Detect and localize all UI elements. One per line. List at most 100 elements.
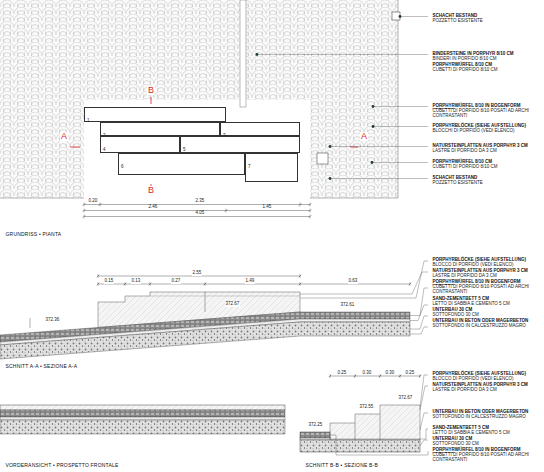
porphyry-block: 6 [118,153,245,175]
dimension-tick [205,282,206,286]
dimension-tick [149,283,151,285]
callout-text: CUBETTI DI PORFIDO 8/10 POSATI AD ARCHI … [432,453,541,463]
elevation-text: 372.36 [45,318,60,323]
dimension-text: 2.35 [195,199,205,204]
porphyry-block: 4 [100,136,180,153]
leader-dot [256,53,259,56]
dimension-text: 0.30 [362,371,372,376]
dimension-tick [150,282,151,286]
callout-text: BLOCCO DI PORFIDO (VEDI ELENCO) [432,377,541,382]
dimension-tick [84,215,85,219]
elevation-text: 372.67 [398,396,413,401]
dimension-tick [309,209,311,211]
dimension-text: 0.25 [337,371,347,376]
dimension-tick [124,283,126,285]
leader-dot [372,125,375,128]
section-letter: B [147,86,155,95]
leader-line [300,261,428,298]
dimension-text: 0.25 [405,371,415,376]
sand-cement-bed [0,417,285,420]
dimension-tick [83,215,85,217]
dimension-tick [83,209,85,211]
dimension-tick [98,282,99,286]
callout-text: POZZETTO ESISTENTE [432,181,541,186]
callout-text: LASTRE DI PORFIDO DA 3 CM [432,388,541,393]
leader-line [420,413,428,430]
callout-text: LASTRE DI PORFIDO DA 3 CM [432,149,541,154]
sand-cement-bed [300,438,330,440]
leader-line [420,386,428,410]
callout-text: SOTTOFONDO 30 CM [432,442,541,447]
block-number: 7 [246,164,253,171]
porphyry-block: 7 [245,153,298,182]
view-title: SCHNITT B-B • SEZIONE B-B [305,463,379,469]
section-letter: A [360,132,368,141]
callout-text: SOTTOFONDO IN CALCESTRUZZO MAGRO [432,324,541,329]
section-letter: B [147,186,155,195]
callout-text: BLOCCO DI PORFIDO (VEDI ELENCO) [432,263,541,268]
callout-text: LETTO DI SABBIA E CEMENTO 5 CM [432,431,541,436]
dimension-tick [98,274,99,278]
dimension-tick [399,375,401,377]
porphyry-block: 5 [180,136,300,153]
callout-text: LASTRE DI PORFIDO DA 3 CM [432,274,541,279]
cobble-layer [300,432,330,438]
block-joint [355,423,356,440]
dimension-tick [420,374,421,378]
leader-dot [399,15,402,18]
dimension-tick [310,203,311,207]
cut-line [70,147,80,148]
dimension-text: 0.13 [131,279,141,284]
callout-text: POZZETTO ESISTENTE [432,19,541,24]
leader-dot [329,177,332,180]
dimension-text: 1.49 [245,279,255,284]
leader-line [410,288,428,316]
porphyry-block: 2 [100,122,220,136]
dimension-tick [380,374,381,378]
leader-line [257,54,428,55]
leader-dot [329,145,332,148]
paving-edge [0,198,84,199]
callout-text: CUBETTI DI PORFIDO 8/10 CM [432,165,541,170]
subbase-layer [0,322,410,359]
dimension-tick [300,274,301,278]
manhole [317,153,328,164]
dimension-text: 2.55 [192,271,202,276]
cut-area [84,100,310,198]
callout-text: BLOCCHI DI PORFIDO (VEDI ELENCO) [432,129,541,134]
dimension-tick [299,283,301,285]
leader-line [300,272,428,294]
dimension-line [330,376,420,377]
dimension-tick [300,282,301,286]
dimension-text: 2.46 [148,205,158,210]
dimension-text: 0.27 [171,279,181,284]
leader-line [400,16,428,17]
view-title: VORDERANSICHT • PROSPETTO FRONTALE [5,463,119,469]
view-title: GRUNDRISS • PIANTA [5,232,62,238]
section-letter: A [60,132,68,141]
dimension-tick [410,282,411,286]
elevation-text: 372.55 [359,405,374,410]
block-number: 1 [85,118,92,125]
elevation-text: 372.67 [225,302,240,307]
view-title: SCHNITT A-A • SEZIONE A-A [5,364,78,370]
dimension-tick [100,203,101,207]
leader-line [330,146,428,147]
paving-edge [310,198,398,199]
dimension-tick [400,374,401,378]
dimension-text: 0.30 [385,371,395,376]
dimension-tick [299,275,301,277]
cobble-layer [0,410,285,417]
leader-dot [372,105,375,108]
dimension-text: 0.63 [348,279,358,284]
callout-text: CUBETTI DI PORFIDO 8/10 POSATI AD ARCHI … [432,285,541,295]
dimension-line [84,216,310,217]
elevation-text: 372.25 [308,423,323,428]
dimension-tick [125,282,126,286]
leader-line [420,440,428,446]
leader-line [330,435,428,455]
leader-line [410,305,428,321]
dimension-text: 1.45 [262,205,272,210]
elevation-text: 372.61 [340,303,355,308]
dimension-tick [330,374,331,378]
